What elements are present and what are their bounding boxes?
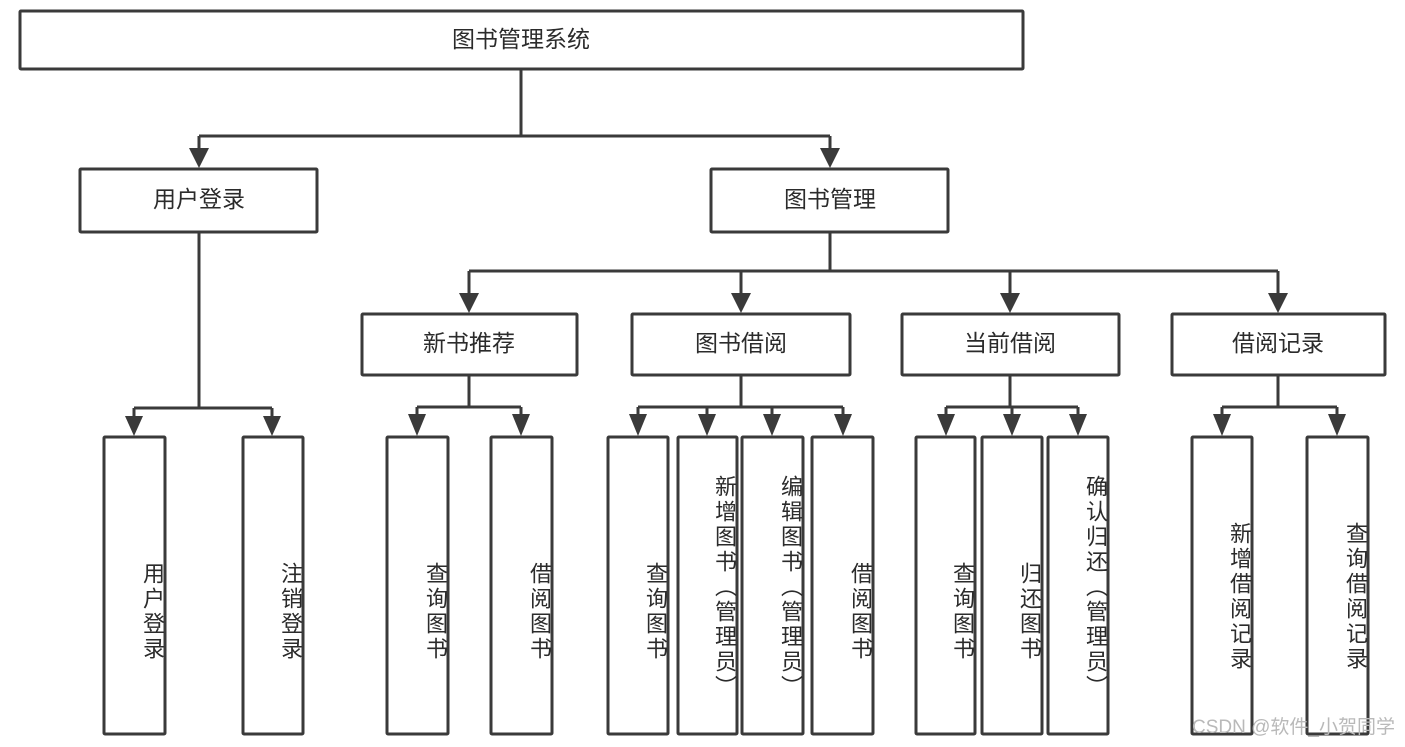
node-book-management[interactable] xyxy=(709,167,950,234)
leaf-user-logout[interactable] xyxy=(241,435,305,736)
leaf-br-query-record[interactable] xyxy=(1305,435,1370,736)
node-root-label: 图书管理系统 xyxy=(452,26,590,52)
arrowhead-leaf-cb-query xyxy=(937,414,955,436)
arrowhead-leaf-user-login xyxy=(125,416,143,436)
arrowhead-new-book xyxy=(459,293,479,313)
node-root-book-management-system[interactable] xyxy=(18,9,1025,71)
arrowhead-book-borrow xyxy=(731,293,751,313)
arrowhead-leaf-cb-confirm xyxy=(1069,414,1087,436)
arrowhead-leaf-bb-add xyxy=(698,414,716,436)
leaf-br-add-record[interactable] xyxy=(1190,435,1254,736)
leaf-user-login[interactable] xyxy=(102,435,167,736)
arrowhead-leaf-bb-query xyxy=(629,414,647,436)
nodes-group: 图书管理系统 用户登录 图书管理 新书推荐 图书借阅 当前借阅 借阅记录 xyxy=(18,9,1387,736)
node-user-login[interactable] xyxy=(78,167,319,234)
arrowhead-current-borrow xyxy=(1000,293,1020,313)
leaf-cb-confirm-return[interactable] xyxy=(1046,435,1110,736)
node-book-management-label: 图书管理 xyxy=(784,186,876,212)
node-user-login-label: 用户登录 xyxy=(153,186,245,212)
arrowhead-leaf-user-logout xyxy=(263,416,281,436)
node-book-borrow[interactable] xyxy=(630,312,852,377)
node-current-borrow[interactable] xyxy=(900,312,1121,377)
node-new-book-recommend-label: 新书推荐 xyxy=(423,330,515,356)
arrowhead-bookmgmt xyxy=(820,148,840,168)
arrowhead-leaf-br-query xyxy=(1328,414,1346,436)
arrowhead-leaf-nb-borrow xyxy=(512,414,530,436)
csdn-watermark: CSDN @软件_小贺同学 xyxy=(1192,717,1395,738)
arrowhead-leaf-nb-query xyxy=(408,414,426,436)
node-new-book-recommend[interactable] xyxy=(360,312,579,377)
node-borrow-record-label: 借阅记录 xyxy=(1232,330,1324,356)
arrowhead-leaf-br-add xyxy=(1213,414,1231,436)
leaf-bb-edit-book[interactable] xyxy=(740,435,805,736)
edges-group xyxy=(125,69,1346,436)
arrowhead-userlogin xyxy=(189,148,209,168)
leaf-nb-borrow-book[interactable] xyxy=(489,435,554,736)
arrowhead-leaf-cb-return xyxy=(1003,414,1021,436)
arrowhead-leaf-bb-borrow xyxy=(834,414,852,436)
leaf-bb-query-book[interactable] xyxy=(606,435,670,736)
leaf-bb-add-book[interactable] xyxy=(676,435,739,736)
node-borrow-record[interactable] xyxy=(1170,312,1387,377)
node-current-borrow-label: 当前借阅 xyxy=(964,330,1056,356)
leaf-cb-return-book[interactable] xyxy=(980,435,1044,736)
node-book-borrow-label: 图书借阅 xyxy=(695,330,787,356)
arrowhead-leaf-bb-edit xyxy=(763,414,781,436)
arrowhead-borrow-record xyxy=(1268,293,1288,313)
leaf-bb-borrow-book[interactable] xyxy=(810,435,875,736)
leaf-nb-query-book[interactable] xyxy=(385,435,450,736)
leaf-cb-query-book[interactable] xyxy=(914,435,977,736)
